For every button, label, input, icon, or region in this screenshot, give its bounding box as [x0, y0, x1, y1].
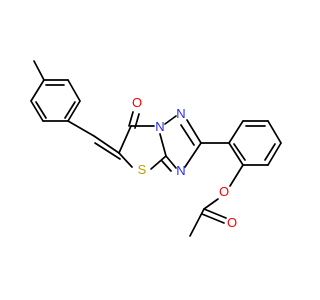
triazole-n1-label: N [155, 119, 164, 134]
bond-phenyl-4 [267, 142, 282, 166]
bond-carbonyl-1 [128, 111, 134, 127]
bond-tolyl-2 [30, 100, 44, 122]
bond-carbonyl-2 [134, 113, 140, 129]
bond-phenyl-o [229, 164, 244, 187]
bond-ring-to-ch [67, 120, 95, 137]
bond-s-c5 [118, 152, 133, 168]
bond-c5-c6 [118, 125, 132, 154]
molecule-canvas: O S N N N O O [30, 60, 282, 237]
bond-methyl [33, 60, 45, 81]
acetyl-oxygen-label: O [227, 215, 237, 230]
bond-c2-n4 [184, 142, 202, 168]
bond-phenyl-1 [228, 120, 244, 144]
ester-oxygen-label: O [219, 184, 229, 199]
carbonyl-oxygen-label: O [132, 95, 142, 110]
bond-tolyl-5 [67, 79, 81, 102]
bond-o-acyl [203, 198, 219, 210]
atom-labels: O S N N N O O [132, 95, 237, 230]
bond-c7a-s [150, 155, 167, 170]
bond-n4-c7a [165, 155, 177, 169]
bond-phenyl-double-2 [264, 143, 276, 161]
bond-phenyl-double-3 [233, 143, 246, 161]
bond-tolyl-1 [30, 79, 45, 102]
bond-n1-n2 [164, 115, 177, 125]
triazole-n2-label: N [176, 106, 185, 121]
bond-acyl-methyl [189, 208, 205, 237]
bond-phenyl-6 [228, 142, 244, 166]
bond-n2-c2 [186, 119, 202, 144]
bond-n2-c2-double [180, 124, 195, 146]
bond-acyl-double-1 [203, 208, 227, 219]
bond-phenyl-3 [267, 120, 282, 144]
bond-ch-double-1 [93, 135, 120, 154]
molecule-structure: O S N N N O O [30, 60, 282, 237]
bond-n4-c7a-double [161, 160, 172, 172]
bond-ch-double-2 [94, 142, 121, 160]
bond-tolyl-4 [67, 100, 81, 122]
bond-lines [30, 60, 282, 237]
bond-tolyl-double-2 [35, 101, 47, 119]
bond-n1-c7a [159, 133, 167, 157]
bond-tolyl-double-3 [64, 101, 76, 119]
thiazole-sulfur-label: S [138, 162, 147, 177]
bond-acyl-double-2 [201, 213, 225, 224]
triazole-n4-label: N [176, 163, 185, 178]
